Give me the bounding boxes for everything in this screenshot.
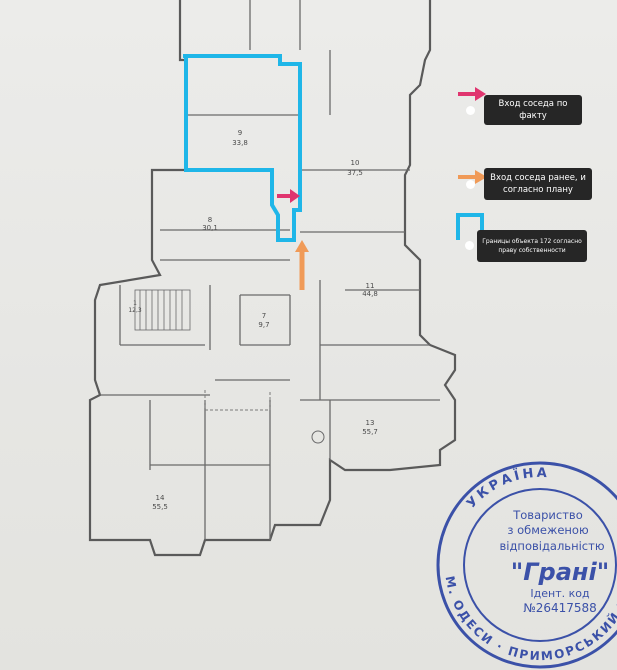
room-11-area: 44,8 (362, 290, 378, 298)
fact-arrow-on-plan (277, 189, 300, 203)
stamp-line3: відповідальністю (500, 539, 605, 553)
room-8-area: 30,1 (202, 224, 218, 232)
room-11-number: 11 (366, 282, 375, 290)
room-1-area: 12,3 (128, 307, 142, 314)
room-8-number: 8 (208, 216, 212, 224)
room-9-area: 33,8 (232, 139, 248, 147)
legend-boundary-dot (465, 241, 474, 250)
room-14-number: 14 (156, 494, 165, 502)
legend-plan-label-box: Вход соседа ранее, и согласно плану (484, 168, 592, 200)
stamp-name: "Грані" (511, 558, 609, 586)
legend-fact-dot (466, 106, 475, 115)
legend-boundary-icon (456, 213, 484, 240)
room-1-number: 1 (133, 300, 137, 307)
room-9-number: 9 (238, 129, 242, 137)
legend-plan-dot (466, 180, 475, 189)
legend-fact-label-box: Вход соседа по факту (484, 95, 582, 125)
interior-walls (100, 0, 440, 540)
room-10-number: 10 (351, 159, 360, 167)
dashed-zone (204, 390, 271, 411)
legend-plan-arrow-icon (458, 170, 487, 184)
stamp-line1: Товариство (512, 508, 583, 522)
room-labels: 9 33,8 8 30,1 10 37,5 11 44,8 7 9,7 13 5… (128, 129, 377, 511)
room-13-area: 55,7 (362, 428, 378, 436)
legend-fact-label: Вход соседа по факту (498, 98, 568, 121)
legend-boundary-label-box: Границы объекта 172 согласно праву собст… (477, 230, 587, 262)
stamp-code: №26417588 (523, 601, 597, 615)
room-14-area: 55,5 (152, 503, 168, 511)
object-boundary-outline (183, 54, 302, 242)
staircase (134, 289, 191, 331)
plan-arrow-on-plan (295, 240, 309, 290)
stamp-code-label: Ідент. код (530, 587, 590, 600)
room-10-area: 37,5 (347, 169, 363, 177)
room-13-number: 13 (366, 419, 375, 427)
stamp-line2: з обмеженою (507, 523, 589, 537)
room-7-area: 9,7 (258, 321, 269, 329)
legend-boundary-label: Границы объекта 172 согласно праву собст… (482, 238, 582, 254)
legend-fact-arrow-icon (458, 87, 486, 101)
legend-plan-label: Вход соседа ранее, и согласно плану (490, 172, 586, 195)
building-walls (88, 0, 457, 557)
room-7-number: 7 (262, 312, 266, 320)
column-marker (311, 430, 325, 444)
